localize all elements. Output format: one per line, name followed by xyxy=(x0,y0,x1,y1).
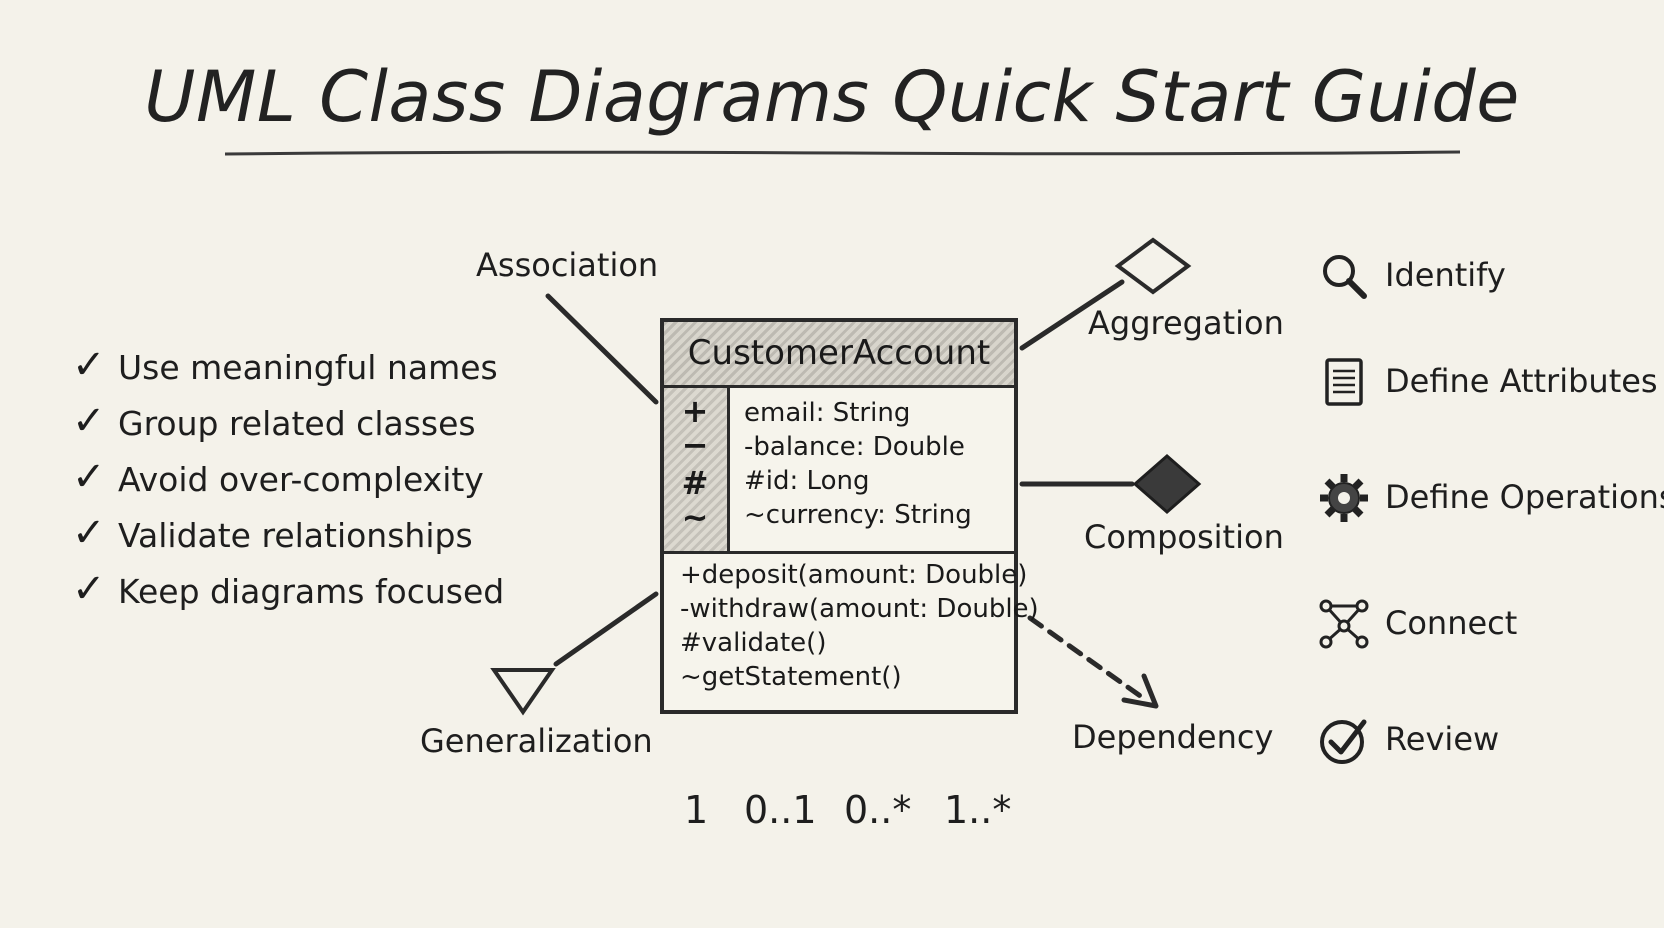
visibility-protected: # xyxy=(681,464,709,502)
tip-item: Avoid over-complexity xyxy=(118,460,484,499)
multiplicity-one-or-many: 1..* xyxy=(944,788,1012,832)
step-define-operations: Define Operations xyxy=(1385,478,1664,516)
step-identify: Identify xyxy=(1385,256,1506,294)
step-review: Review xyxy=(1385,720,1500,758)
operations-section: +deposit(amount: Double) -withdraw(amoun… xyxy=(680,558,1039,694)
aggregation-line xyxy=(1019,279,1125,351)
visibility-package: ~ xyxy=(681,498,709,536)
tip-item: Use meaningful names xyxy=(118,348,498,387)
attribute-item: ~currency: String xyxy=(744,500,972,530)
dependency-label: Dependency xyxy=(1072,718,1274,756)
checkmark-icon: ✓ xyxy=(72,454,106,500)
multiplicity-zero-or-many: 0..* xyxy=(844,788,912,832)
attribute-item: #id: Long xyxy=(744,466,870,496)
class-name: CustomerAccount xyxy=(664,322,1014,388)
operation-item: -withdraw(amount: Double) xyxy=(680,594,1039,624)
operation-item: +deposit(amount: Double) xyxy=(680,560,1028,590)
generalization-triangle xyxy=(490,668,556,716)
visibility-private: − xyxy=(681,426,709,464)
checkmark-icon: ✓ xyxy=(72,566,106,612)
attributes-section: email: String -balance: Double #id: Long… xyxy=(744,396,972,532)
operation-item: #validate() xyxy=(680,628,827,658)
checkmark-icon: ✓ xyxy=(72,510,106,556)
class-box: CustomerAccount + − # ~ email: String -b… xyxy=(660,318,1039,714)
tip-item: Keep diagrams focused xyxy=(118,572,505,611)
dependency-line xyxy=(1027,615,1149,703)
generalization-label: Generalization xyxy=(420,722,653,760)
check-circle-icon xyxy=(1320,719,1367,764)
association-label: Association xyxy=(476,246,659,284)
aggregation-label: Aggregation xyxy=(1088,304,1284,342)
operations-divider xyxy=(664,551,1014,554)
visibility-column: + − # ~ xyxy=(664,388,730,551)
network-icon xyxy=(1319,599,1369,649)
checkmark-icon: ✓ xyxy=(72,342,106,388)
attribute-item: -balance: Double xyxy=(744,432,965,462)
composition-label: Composition xyxy=(1084,518,1284,556)
dependency-arrowhead xyxy=(1121,673,1159,709)
tip-item: Group related classes xyxy=(118,404,476,443)
checkmark-icon: ✓ xyxy=(72,398,106,444)
multiplicity-zero-or-one: 0..1 xyxy=(744,788,817,832)
document-icon xyxy=(1325,358,1363,406)
tip-item: Validate relationships xyxy=(118,516,473,555)
multiplicity-one: 1 xyxy=(684,788,709,832)
step-connect: Connect xyxy=(1385,604,1518,642)
attribute-item: email: String xyxy=(744,398,911,428)
page-title: UML Class Diagrams Quick Start Guide xyxy=(144,56,1520,138)
gear-icon xyxy=(1320,474,1368,522)
generalization-line xyxy=(553,591,659,667)
magnifier-icon xyxy=(1323,255,1367,299)
aggregation-diamond xyxy=(1114,237,1192,295)
composition-diamond xyxy=(1132,454,1202,514)
operation-item: ~getStatement() xyxy=(680,662,902,692)
association-line xyxy=(545,293,659,405)
visibility-public: + xyxy=(681,392,709,430)
title-underline xyxy=(225,150,1460,156)
step-define-attributes: Define Attributes xyxy=(1385,362,1658,400)
